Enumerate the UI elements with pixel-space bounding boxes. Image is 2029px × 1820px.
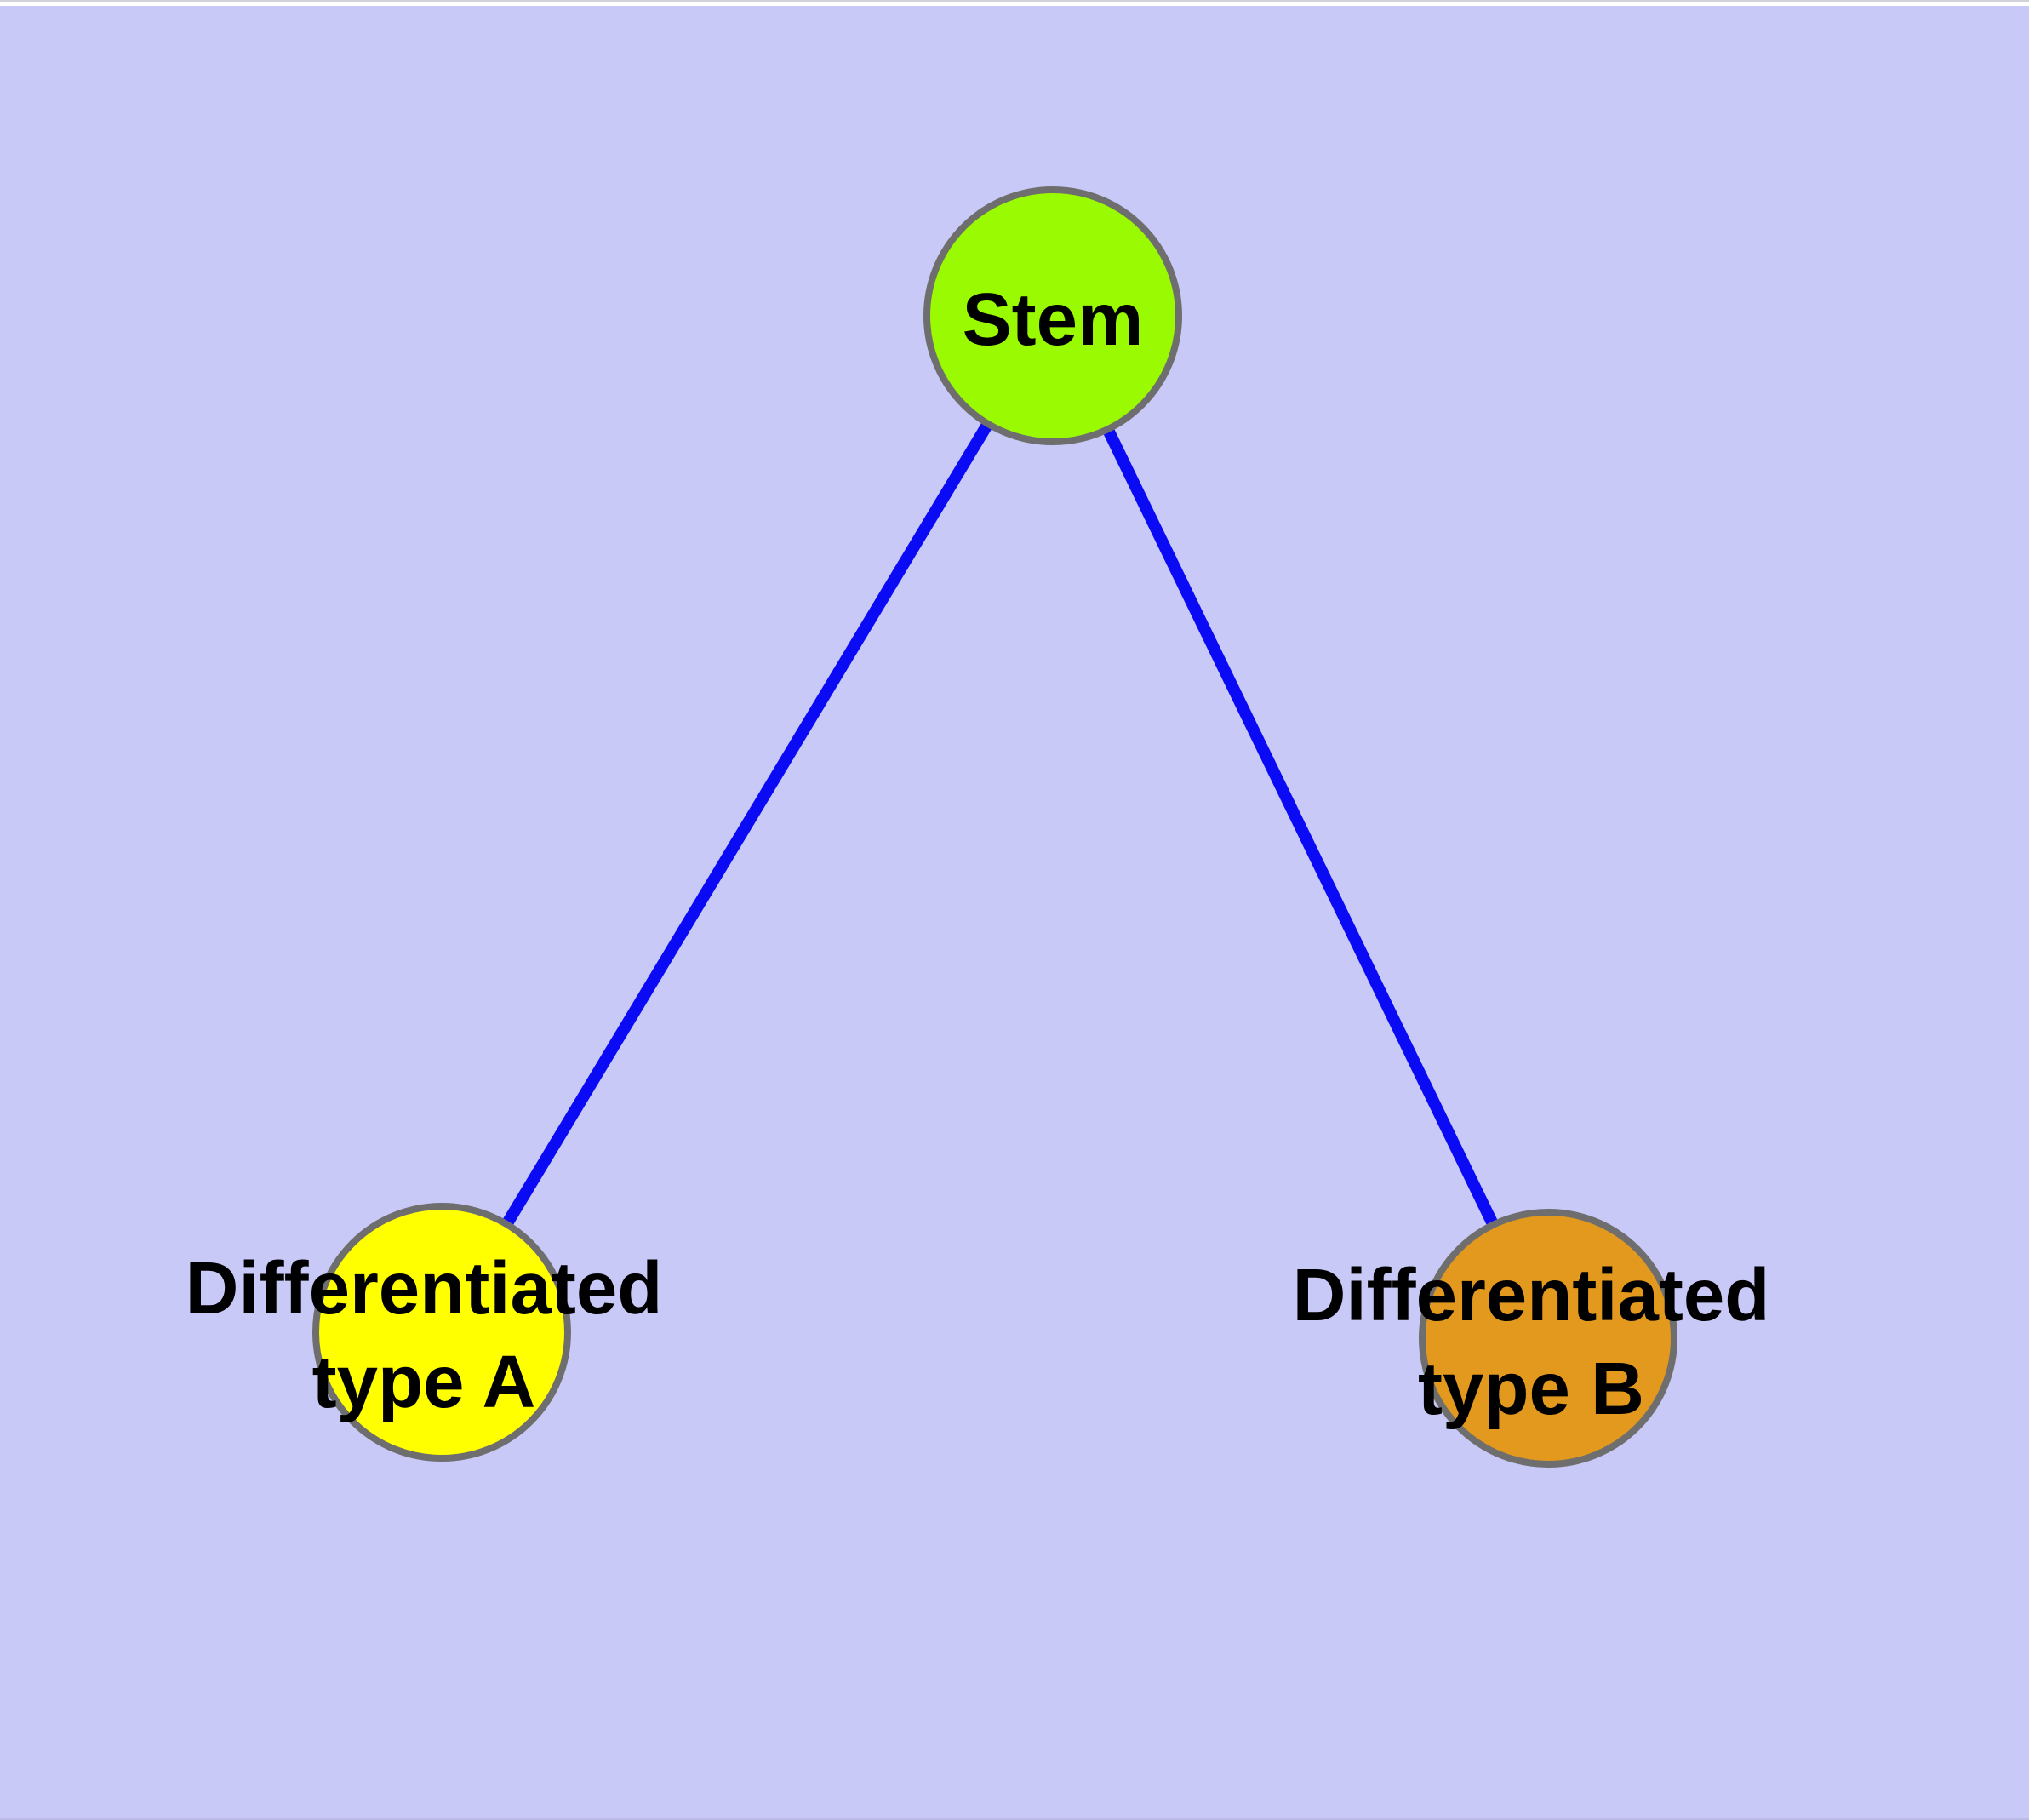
node-stem-label: Stem [963,273,1144,367]
node-stem-label-text: Stem [962,278,1144,361]
edge-stem-to-type-a [437,312,1058,1336]
edge-stem-to-type-b [1047,312,1554,1342]
node-type-b-label-line2: type B [1418,1348,1644,1430]
node-stem [923,186,1182,445]
top-margin-strip [0,0,2029,6]
node-type-b-label: Differentiated type B [1293,1249,1770,1436]
node-type-a-label-line2: type A [311,1341,536,1423]
node-type-a-label: Differentiated type A [186,1242,663,1429]
node-type-a-label-line1: Differentiated [185,1247,663,1330]
bottom-edge-line [0,1818,2029,1820]
node-type-b-label-line1: Differentiated [1292,1254,1770,1336]
node-differentiated-type-b [1419,1209,1677,1468]
node-differentiated-type-a [312,1203,571,1462]
